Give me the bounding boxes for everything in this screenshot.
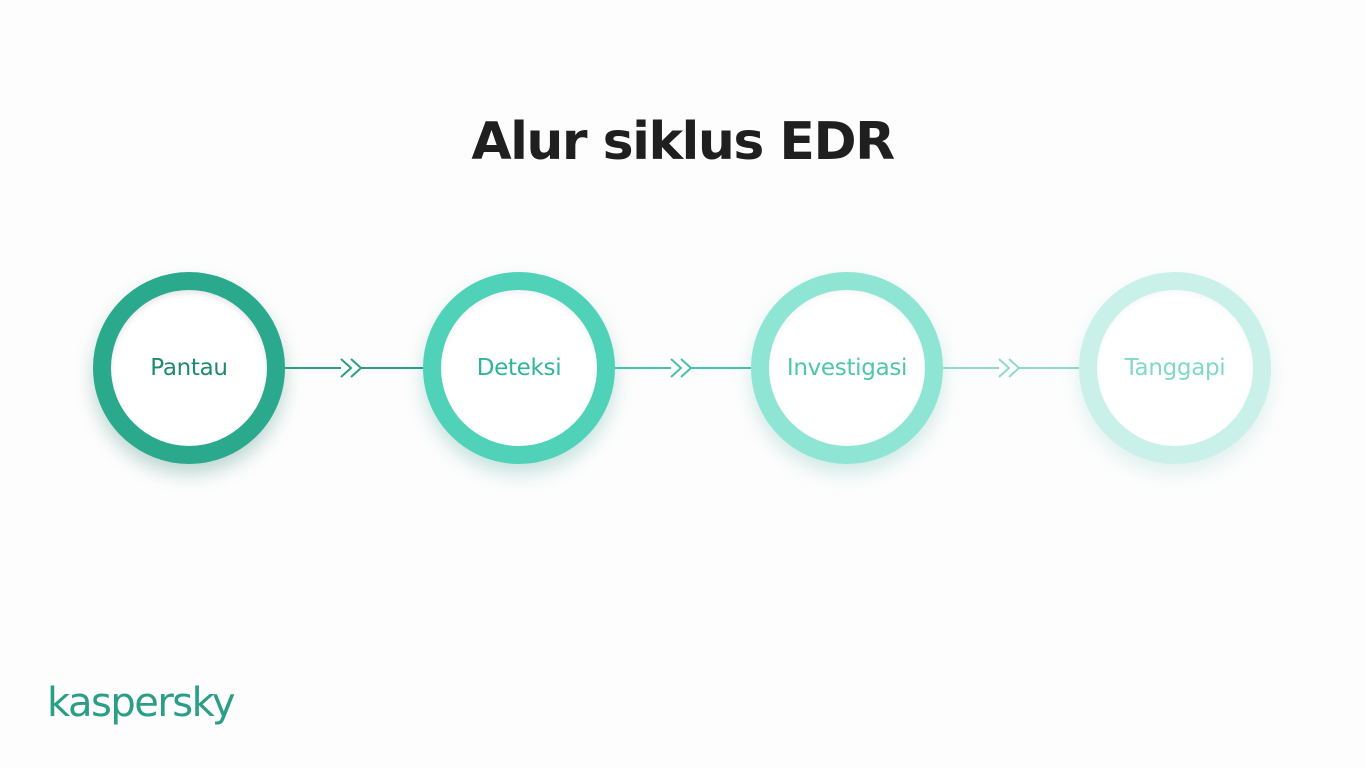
step-pantau: Pantau <box>93 272 285 464</box>
connector-arrow-2 <box>615 358 751 378</box>
connector-arrow-1 <box>285 358 423 378</box>
chevron-right-icon <box>998 358 1011 378</box>
step-label: Investigasi <box>786 355 908 381</box>
step-investigasi: Investigasi <box>751 272 943 464</box>
chevron-right-icon <box>1008 358 1021 378</box>
step-deteksi: Deteksi <box>423 272 615 464</box>
connector-arrow-3 <box>943 358 1079 378</box>
step-tanggapi: Tanggapi <box>1079 272 1271 464</box>
chevron-right-icon <box>680 358 693 378</box>
chevron-right-icon <box>670 358 683 378</box>
page-title: Alur siklus EDR <box>471 112 895 172</box>
step-label: Deteksi <box>476 355 562 381</box>
chevron-right-icon <box>350 358 363 378</box>
chevron-right-icon <box>340 358 353 378</box>
step-label: Tanggapi <box>1124 355 1226 381</box>
kaspersky-logo: kaspersky <box>47 680 236 726</box>
step-label: Pantau <box>150 355 228 381</box>
